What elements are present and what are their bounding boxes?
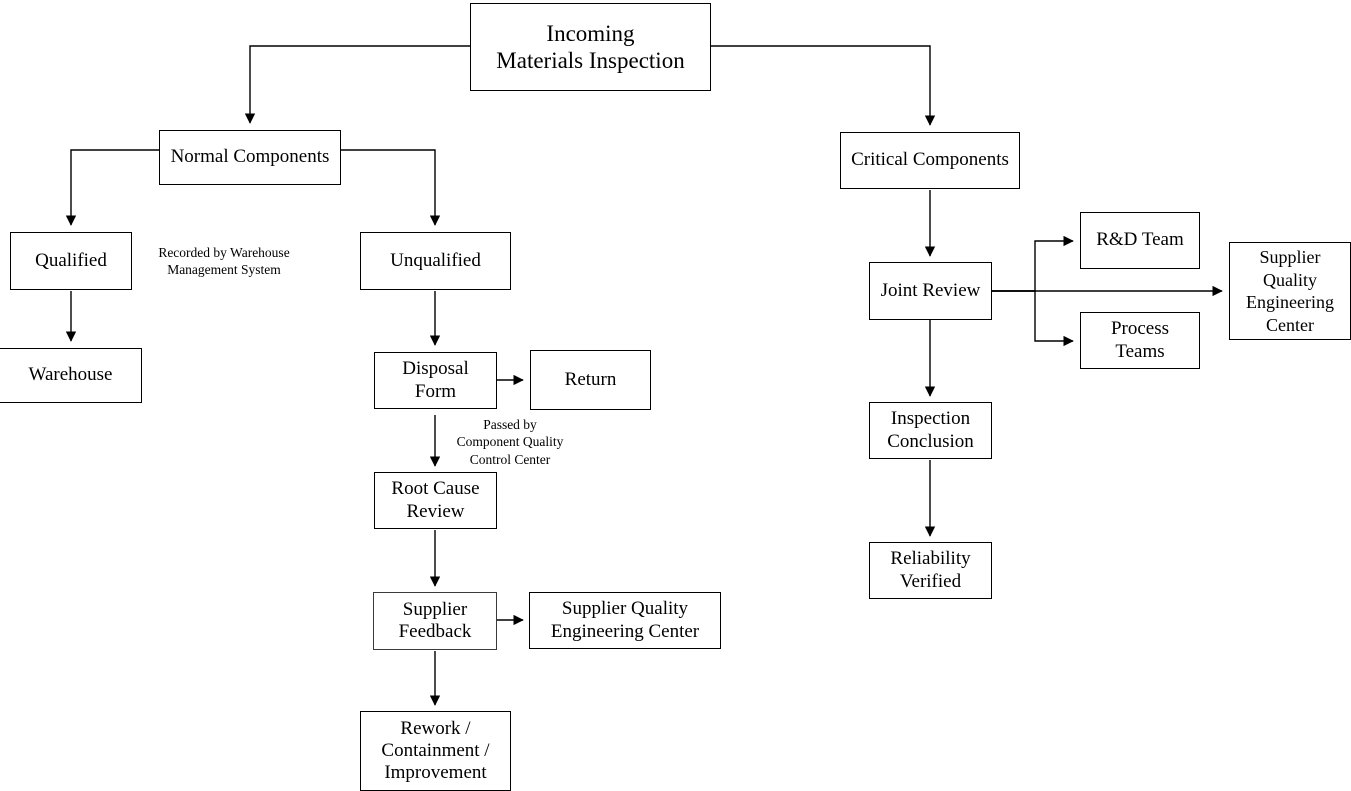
edge-normal-to-unqualified — [341, 149, 441, 226]
node-warehouse[interactable]: Warehouse — [0, 348, 142, 403]
node-joint-review[interactable]: Joint Review — [869, 262, 992, 320]
node-supplier-quality-engineering-center-right[interactable]: Supplier Quality Engineering Center — [1229, 242, 1351, 340]
node-incoming-materials-inspection[interactable]: Incoming Materials Inspection — [470, 3, 711, 91]
node-unqualified[interactable]: Unqualified — [360, 232, 511, 290]
node-process-teams[interactable]: Process Teams — [1080, 312, 1200, 369]
edge-label-warehouse-management-system: Recorded by Warehouse Management System — [158, 245, 290, 278]
node-rework-containment-improvement[interactable]: Rework / Containment / Improvement — [360, 711, 511, 791]
edge-inspection-to-critical — [711, 45, 936, 126]
node-disposal-form[interactable]: Disposal Form — [374, 352, 497, 409]
node-return[interactable]: Return — [530, 350, 651, 410]
edge-jointreview-to-processteams — [992, 290, 1074, 347]
edge-normal-to-qualified — [65, 149, 159, 226]
node-qualified[interactable]: Qualified — [10, 232, 132, 290]
node-inspection-conclusion[interactable]: Inspection Conclusion — [869, 402, 992, 459]
edge-label-component-quality-control-center: Passed by Component Quality Control Cent… — [456, 417, 564, 467]
node-normal-components[interactable]: Normal Components — [159, 130, 341, 185]
node-supplier-quality-engineering-center[interactable]: Supplier Quality Engineering Center — [529, 592, 721, 649]
node-reliability-verified[interactable]: Reliability Verified — [869, 542, 992, 599]
node-rd-team[interactable]: R&D Team — [1080, 212, 1200, 269]
node-critical-components[interactable]: Critical Components — [840, 132, 1020, 189]
edge-jointreview-to-rdteam — [992, 235, 1074, 292]
node-root-cause-review[interactable]: Root Cause Review — [374, 472, 497, 529]
edge-inspection-to-normal — [244, 45, 470, 124]
node-supplier-feedback[interactable]: Supplier Feedback — [373, 592, 497, 650]
